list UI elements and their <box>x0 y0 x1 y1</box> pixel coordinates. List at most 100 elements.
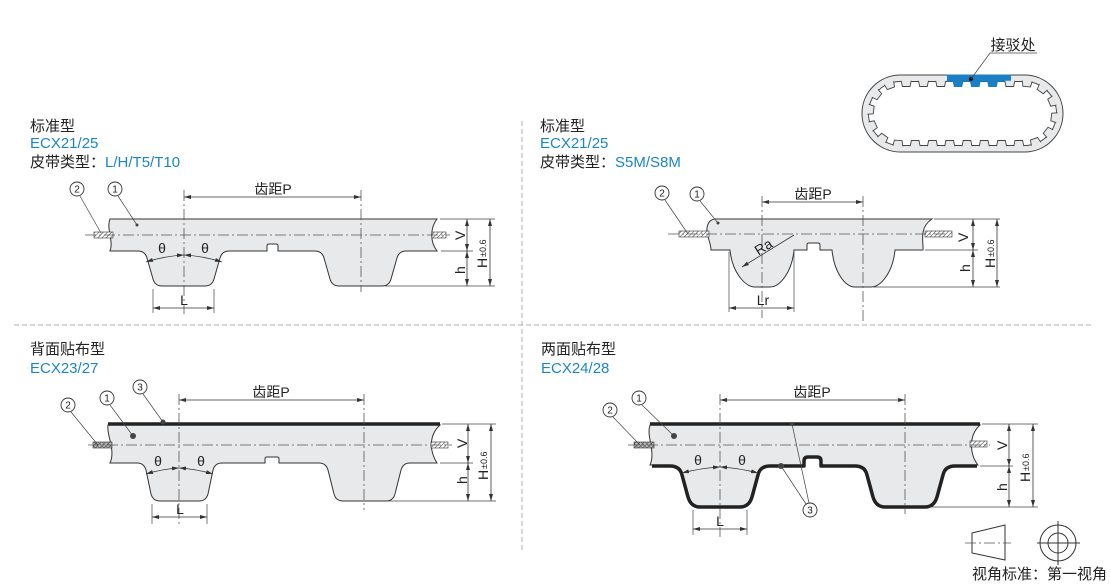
tooth-height-label: h <box>452 266 468 274</box>
tooth-width-label: L <box>180 292 188 308</box>
belt-loop-teeth <box>867 80 1058 147</box>
belt-tooth <box>909 140 921 147</box>
belt-loop-inner <box>868 81 1057 146</box>
belt-profile <box>108 218 439 287</box>
leader-dot <box>790 422 794 426</box>
belt-type-label: 皮带类型： <box>540 154 615 171</box>
total-height-label: H <box>474 258 490 268</box>
belt-profile <box>706 218 934 288</box>
angle-arc-left <box>681 465 721 474</box>
belt-type-line: 皮带类型：S5M/S8M <box>540 154 681 171</box>
leader-line <box>641 404 675 437</box>
belt-type-line: 皮带类型：L/H/T5/T10 <box>30 154 180 171</box>
panel-code: ECX24/28 <box>541 360 609 377</box>
callout-body: 1 <box>99 390 115 406</box>
panel-double-fabric: 两面贴布型 ECX24/28 齿距P θ θ L V h H ±0.6 2 <box>541 341 1038 537</box>
leader-line <box>142 393 164 423</box>
belt-tooth <box>868 120 878 132</box>
tooth-height-label: h <box>957 264 973 272</box>
theta-label: θ <box>738 452 746 468</box>
leader-dot <box>160 419 166 425</box>
panel-type-name: 标准型 <box>30 118 75 135</box>
total-height-label: H <box>475 470 491 480</box>
tooth-height-label: h <box>994 483 1010 491</box>
view-standard-label: 视角标准：第一视角 <box>972 565 1107 583</box>
callout-number: 1 <box>636 394 642 405</box>
panel-code: ECX21/25 <box>30 135 98 152</box>
theta-label: θ <box>694 452 702 468</box>
tooth-width-label: L <box>176 501 184 517</box>
angle-arc-right <box>183 253 223 263</box>
belt-tooth <box>978 140 990 147</box>
belt-tooth <box>1047 95 1057 107</box>
angle-arc-left <box>145 466 180 475</box>
callout-body: 1 <box>631 390 647 406</box>
belt-tooth <box>877 132 889 144</box>
total-height-tolerance: ±0.6 <box>478 240 488 257</box>
belt-tooth <box>996 140 1007 147</box>
angle-arc-right <box>719 465 759 474</box>
total-height-label: H <box>1017 472 1033 482</box>
belt-tooth <box>1050 112 1058 124</box>
leader-dot <box>778 463 784 469</box>
belt-type-label: 皮带类型： <box>30 154 105 171</box>
leader-line <box>612 416 641 446</box>
panel-code: ECX21/25 <box>540 135 608 152</box>
callout-body: 1 <box>107 181 123 197</box>
tension-cord-right <box>969 440 988 448</box>
belt-tooth <box>900 80 912 87</box>
joint-tooth <box>987 80 999 87</box>
panel-type-name: 标准型 <box>540 118 585 135</box>
leader-line <box>109 404 134 437</box>
leader-line <box>664 199 689 235</box>
total-height-label: H <box>982 258 998 268</box>
panel-type-name: 两面贴布型 <box>541 341 616 358</box>
belt-tooth <box>961 140 973 147</box>
panel-standard-round: 标准型 ECX21/25 皮带类型：S5M/S8M 齿距P Ra Lr V h … <box>540 118 1000 322</box>
tooth-width-label: L <box>716 513 724 529</box>
belt-tooth <box>926 140 938 147</box>
total-height-tolerance: ±0.6 <box>986 240 996 257</box>
leader-line <box>79 195 102 234</box>
leader-line <box>780 465 807 505</box>
belt-tooth <box>867 103 875 115</box>
callout-number: 1 <box>694 190 700 201</box>
belt-tooth <box>918 80 929 87</box>
leader-dot <box>716 221 720 225</box>
leader-dot <box>135 223 139 227</box>
callout-number: 2 <box>74 185 80 196</box>
leader-dot <box>130 433 136 439</box>
total-height-tolerance: ±0.6 <box>479 452 489 469</box>
leader-line <box>791 423 810 504</box>
panel-standard-trapezoid: 标准型 ECX21/25 皮带类型：L/H/T5/T10 齿距P θ θ L V… <box>30 118 495 314</box>
total-height-tolerance: ±0.6 <box>1021 454 1031 471</box>
callout-number: 1 <box>112 185 118 196</box>
belt-tooth <box>883 81 896 91</box>
pitch-label: 齿距P <box>793 384 830 400</box>
callout-number: 3 <box>807 506 813 517</box>
leader-line <box>117 195 138 226</box>
belt-tooth <box>871 89 883 101</box>
tooth-fabric-layer <box>652 455 977 509</box>
belt-tooth <box>1021 80 1033 88</box>
projection-cone-icon <box>971 524 1006 561</box>
callout-body: 1 <box>689 186 705 202</box>
callout-fabric: 3 <box>802 502 818 518</box>
joint-tooth <box>969 80 981 87</box>
callout-number: 3 <box>137 383 143 394</box>
projection-symbol: 视角标准：第一视角 <box>965 521 1107 583</box>
tooth-radius-dimension <box>741 234 795 268</box>
theta-label: θ <box>158 240 166 256</box>
tooth-height-label: h <box>454 476 470 484</box>
callout-cord: 2 <box>60 397 76 413</box>
joint-label: 接驳处 <box>990 37 1035 54</box>
callout-number: 2 <box>65 401 71 412</box>
belt-tooth <box>1036 83 1048 95</box>
panel-type-name: 背面贴布型 <box>30 341 105 358</box>
theta-label: θ <box>201 240 209 256</box>
land-thickness-label: V <box>454 438 470 448</box>
angle-arc-right <box>178 466 214 475</box>
belt-tooth <box>1042 126 1054 138</box>
callout-cord: 2 <box>602 402 618 418</box>
